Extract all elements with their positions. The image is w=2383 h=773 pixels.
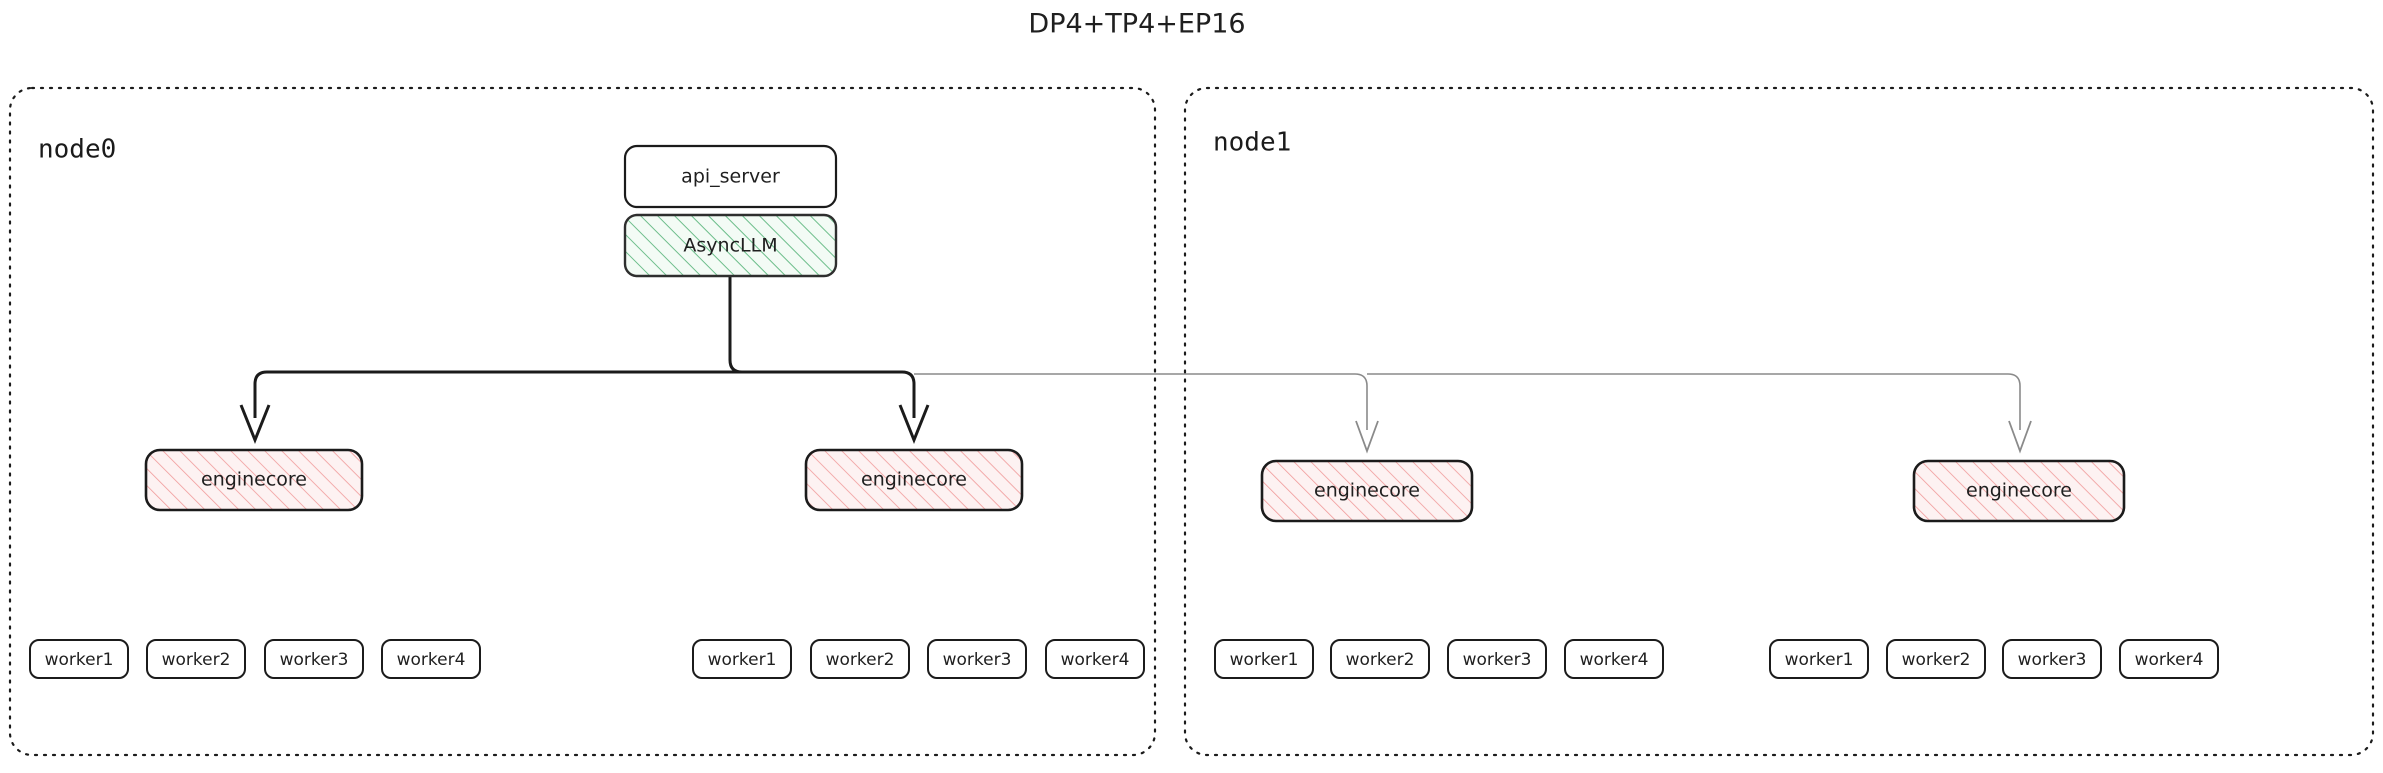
box-label-worker4: worker4 (1061, 650, 1130, 670)
box-label-worker2: worker2 (1346, 650, 1415, 670)
box-label-worker2: worker2 (826, 650, 895, 670)
box-worker3[interactable] (927, 639, 1027, 679)
box-label-worker3: worker3 (280, 650, 349, 670)
worker-group-workers-n0-a: worker1 worker2 worker3 worker4 (29, 639, 481, 679)
box-label-worker3: worker3 (2018, 650, 2087, 670)
node-label-node0: node0 (38, 135, 116, 165)
worker-group-workers-n0-b: worker1 worker2 worker3 worker4 (692, 639, 1145, 679)
box-worker1[interactable] (1769, 639, 1869, 679)
box-label-enginecore-node1-b: enginecore (1966, 480, 2072, 502)
worker-group-workers-n1-b: worker1 worker2 worker3 worker4 (1769, 639, 2219, 679)
box-label-worker4: worker4 (397, 650, 466, 670)
box-label-enginecore-node0-a: enginecore (201, 469, 307, 491)
box-worker2[interactable] (146, 639, 246, 679)
edge-bus-to-enginecore-n1-a (914, 373, 1368, 430)
node-container-node0 (8, 86, 1157, 757)
box-label-worker1: worker1 (708, 650, 777, 670)
box-worker1[interactable] (29, 639, 129, 679)
box-label-worker4: worker4 (1580, 650, 1649, 670)
diagram-title: DP4+TP4+EP16 (1028, 9, 1245, 40)
box-label-worker1: worker1 (1230, 650, 1299, 670)
box-label-worker1: worker1 (1785, 650, 1854, 670)
box-label-enginecore-node1-a: enginecore (1314, 480, 1420, 502)
box-enginecore-node1-a[interactable] (1260, 459, 1474, 523)
box-label-api-server: api_server (681, 166, 780, 188)
node-label-node1: node1 (1213, 128, 1291, 158)
box-worker4[interactable] (1045, 639, 1145, 679)
arrowhead-enginecore-n1-a (1355, 420, 1379, 454)
box-worker4[interactable] (381, 639, 481, 679)
edge-bus-to-enginecore-n1-b (1367, 373, 2021, 430)
worker-group-workers-n1-a: worker1 worker2 worker3 worker4 (1214, 639, 1664, 679)
box-worker2[interactable] (1330, 639, 1430, 679)
arrowhead-enginecore-n1-b (2008, 420, 2032, 454)
box-worker1[interactable] (1214, 639, 1314, 679)
box-asyncllm[interactable] (623, 213, 838, 278)
box-worker3[interactable] (2002, 639, 2102, 679)
box-worker3[interactable] (1447, 639, 1547, 679)
arrowhead-enginecore-n0-b (898, 404, 930, 445)
arrowhead-enginecore-n0-a (239, 404, 271, 445)
box-label-worker2: worker2 (162, 650, 231, 670)
box-worker1[interactable] (692, 639, 792, 679)
box-worker4[interactable] (1564, 639, 1664, 679)
box-worker3[interactable] (264, 639, 364, 679)
box-label-worker3: worker3 (1463, 650, 1532, 670)
box-worker2[interactable] (810, 639, 910, 679)
box-enginecore-node0-b[interactable] (804, 448, 1024, 512)
box-label-worker4: worker4 (2135, 650, 2204, 670)
box-worker4[interactable] (2119, 639, 2219, 679)
edge-bus-to-enginecore-n0-a (253, 370, 730, 418)
box-label-worker2: worker2 (1902, 650, 1971, 670)
box-label-worker1: worker1 (45, 650, 114, 670)
edge-bus-to-enginecore-n0-b (730, 370, 916, 418)
box-label-worker3: worker3 (943, 650, 1012, 670)
box-enginecore-node0-a[interactable] (144, 448, 364, 512)
box-label-enginecore-node0-b: enginecore (861, 469, 967, 491)
edge-asyncllm-to-bus (728, 276, 743, 374)
box-api-server[interactable] (623, 144, 838, 209)
box-enginecore-node1-b[interactable] (1912, 459, 2126, 523)
box-worker2[interactable] (1886, 639, 1986, 679)
box-label-asyncllm: AsyncLLM (683, 235, 777, 257)
